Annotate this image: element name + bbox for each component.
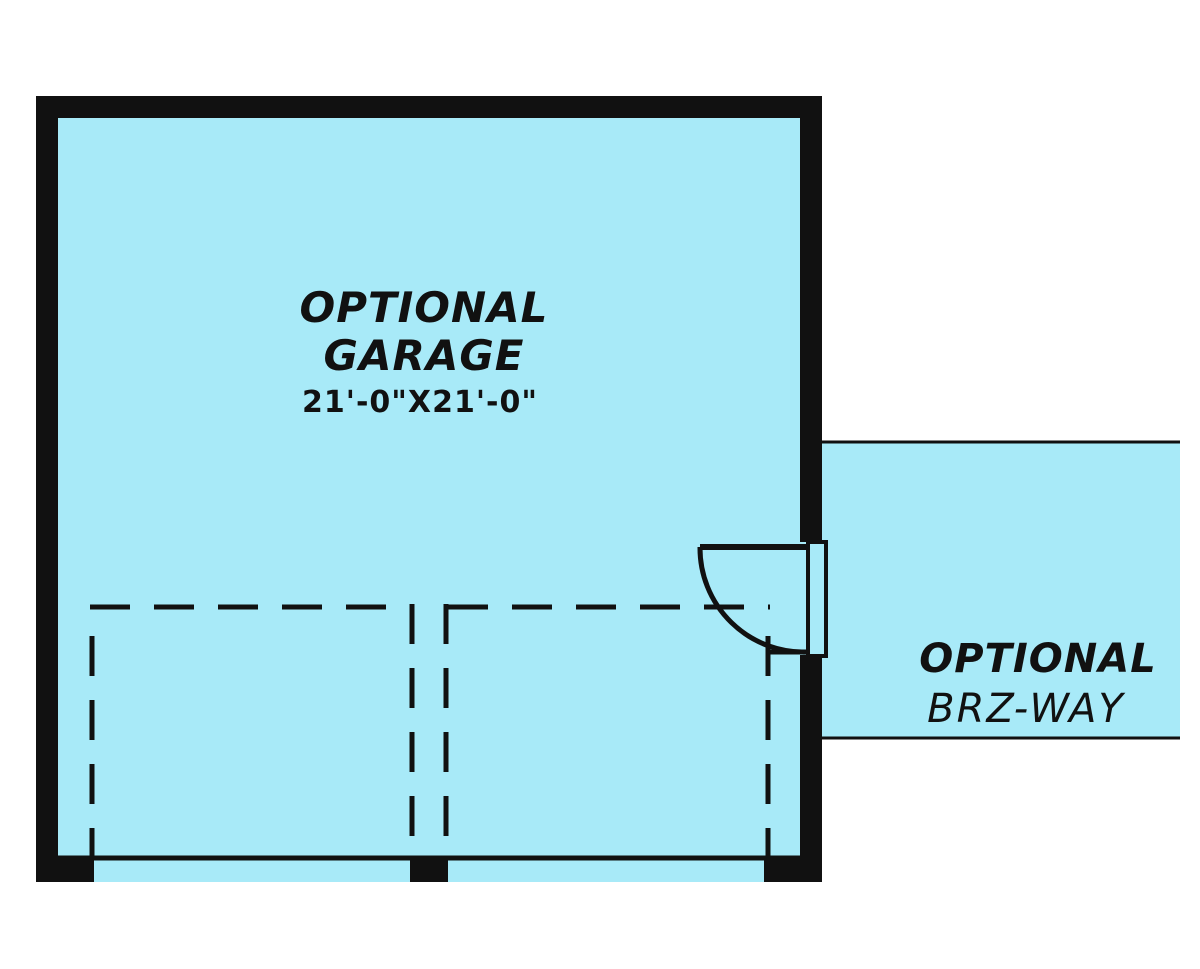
garage-wall-right-upper (800, 96, 822, 542)
garage-wall-right-lower (800, 655, 822, 882)
door-frame (806, 540, 828, 658)
garage-name-line1: OPTIONAL (300, 283, 549, 332)
breezeway-name-line1: OPTIONAL (919, 636, 1156, 682)
garage-floor (36, 96, 822, 882)
garage-name-line2: GARAGE (324, 331, 525, 380)
breezeway-name-line2: BRZ-WAY (927, 686, 1126, 732)
garage-wall-left (36, 96, 58, 882)
garage-post-left (36, 858, 94, 882)
garage-wall-top (36, 96, 822, 118)
garage-post-center (410, 858, 448, 882)
breezeway-floor (820, 442, 1180, 738)
garage-dimensions: 21'-0"X21'-0" (302, 385, 538, 420)
garage-post-right (764, 858, 822, 882)
entry-door (697, 540, 828, 658)
